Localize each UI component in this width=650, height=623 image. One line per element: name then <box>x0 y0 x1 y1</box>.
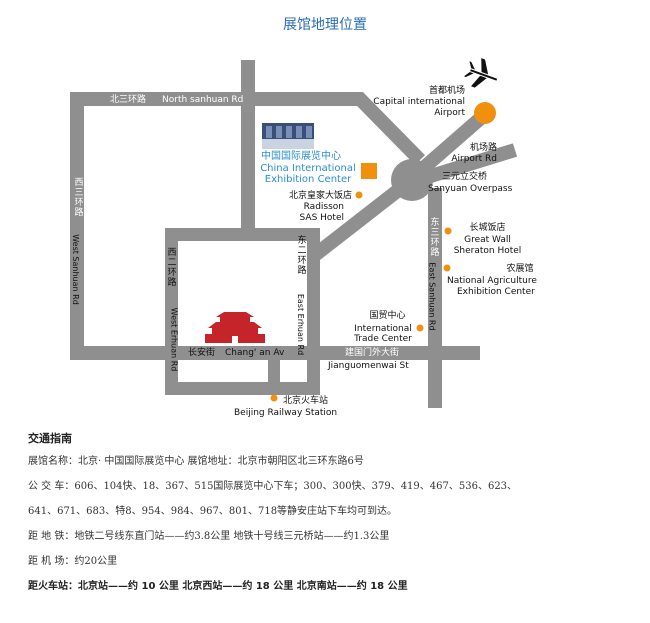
agri-label-cn: 农展馆 <box>506 264 534 274</box>
airport-marker <box>474 102 496 124</box>
guide-railway-distance: 距火车站：北京站——约 10 公里 北京西站——约 18 公里 北京南站——约 … <box>28 581 408 592</box>
sanyuan-label-cn: 三元立交桥 <box>442 172 488 182</box>
traffic-guide: 交通指南 展馆名称：北京· 中国国际展览中心 展馆地址：北京市朝阳区北三环东路6… <box>28 430 628 606</box>
station-connector-road <box>268 346 280 382</box>
sanyuan-overpass-circle <box>391 159 433 201</box>
airport-rd-label-en: Airport Rd <box>451 154 497 164</box>
station-label-en: Beijing Railway Station <box>234 408 338 418</box>
page-title: 展馆地理位置 <box>283 17 367 33</box>
west-erhuan-label-en: West Erhuan Rd <box>169 307 179 372</box>
changan-label-cn: 长安街 <box>188 348 216 358</box>
guide-subway: 距 地 铁：地铁二号线东直门站——约3.8公里 地铁十号线三元桥站——约1.3公… <box>28 531 390 542</box>
east-erhuan-label-en: East Erhuan Rd <box>296 293 306 356</box>
diagonal-southwest-road <box>310 179 410 261</box>
airport-label-cn: 首都机场 <box>428 86 465 96</box>
greatwall-label-en-1: Great Wall <box>464 235 511 245</box>
west-erhuan-label-cn: 西二环路 <box>167 248 177 288</box>
north-sanhuan-label-en: North sanhuan Rd <box>162 95 244 105</box>
east-sanhuan-label-cn: 东三环路 <box>430 218 440 258</box>
tiananmen-icon <box>205 312 265 343</box>
jianguomen-label-en: Jianguomenwai St <box>328 361 409 371</box>
jianguomen-label-cn: 建国门外大街 <box>345 348 400 358</box>
ciec-label-en-1: China International <box>260 163 356 174</box>
agri-marker <box>443 264 451 272</box>
west-sanhuan-label-en: West Sanhuan Rd <box>70 234 80 305</box>
north-south-connector-road <box>241 60 255 240</box>
trade-center-label-en-2: Trade Center <box>354 334 412 344</box>
road-network <box>70 60 480 408</box>
west-sanhuan-label-cn: 西三环路 <box>74 178 84 218</box>
guide-venue-address: 展馆名称：北京· 中国国际展览中心 展馆地址：北京市朝阳区北三环东路6号 <box>28 456 364 467</box>
exhibition-building-icon <box>262 123 314 149</box>
radisson-label-en-1: Radisson <box>303 202 344 212</box>
trade-center-label-en-1: International <box>354 324 412 334</box>
trade-center-label-cn: 国贸中心 <box>369 311 406 321</box>
airport-label-en-1: Capital international <box>373 97 465 107</box>
south-erhuan-road <box>165 382 320 395</box>
guide-airport-distance: 距 机 场：约20公里 <box>28 556 118 567</box>
north-erhuan-road <box>165 228 320 241</box>
agri-label-en-1: National Agriculture <box>447 276 537 286</box>
west-sanhuan-road <box>70 92 84 360</box>
east-sanhuan-road <box>428 188 442 408</box>
map <box>70 58 518 408</box>
ciec-marker <box>361 163 377 179</box>
changan-label-en: Chang' an Av <box>225 348 285 358</box>
airport-rd-label-cn: 机场路 <box>469 143 497 153</box>
north-sanhuan-east-bend <box>322 92 425 165</box>
trade-center-marker <box>416 324 424 332</box>
radisson-label-cn: 北京皇家大饭店 <box>288 191 352 201</box>
airport-label-en-2: Airport <box>434 108 465 118</box>
guide-title: 交通指南 <box>28 432 72 445</box>
greatwall-label-en-2: Sheraton Hotel <box>453 246 522 256</box>
sanyuan-label-en: Sanyuan Overpass <box>428 184 513 194</box>
station-marker <box>270 394 278 402</box>
north-sanhuan-road <box>70 92 330 106</box>
airplane-icon <box>464 58 498 88</box>
north-sanhuan-label-cn: 北三环路 <box>110 95 147 105</box>
greatwall-label-cn: 长城饭店 <box>469 223 506 233</box>
radisson-label-en-2: SAS Hotel <box>299 213 344 223</box>
ciec-label-cn: 中国国际展览中心 <box>261 151 341 162</box>
ciec-label-en-2: Exhibition Center <box>264 174 352 185</box>
guide-bus-1: 公 交 车：606、104快、18、367、515国际展览中心下车；300、30… <box>28 481 518 492</box>
greatwall-marker <box>444 227 452 235</box>
agri-label-en-2: Exhibition Center <box>457 287 535 297</box>
station-label-cn: 北京火车站 <box>283 396 329 406</box>
east-road <box>415 143 518 187</box>
radisson-marker <box>355 191 363 199</box>
east-erhuan-label-cn: 东二环路 <box>297 236 307 276</box>
guide-bus-2: 641、671、683、特8、954、984、967、801、718等静安庄站下… <box>28 506 398 517</box>
east-sanhuan-south <box>428 360 442 408</box>
east-sanhuan-label-en: East Sanhuan Rd <box>427 262 437 331</box>
